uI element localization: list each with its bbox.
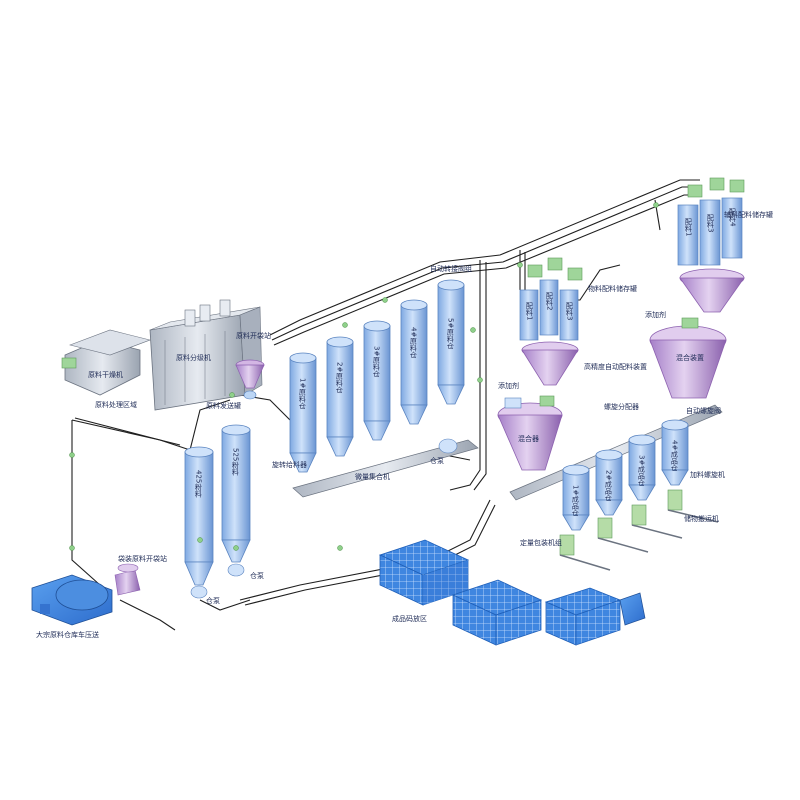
label-mixer-right: 混合装置 bbox=[676, 354, 704, 362]
label-product-3: 3#成品仓 bbox=[637, 455, 646, 487]
label-auto-conveyor-group: 自动转接阀组 bbox=[430, 265, 472, 273]
label-batch-2: 配料2 bbox=[545, 292, 554, 311]
label-precision-auto-batch: 高精度自动配料装置 bbox=[584, 363, 647, 371]
label-warehouse-pump-2: 仓泵 bbox=[250, 572, 264, 580]
label-r-batch-3: 配料3 bbox=[706, 214, 715, 233]
label-conveyor: 储物搬运机 bbox=[684, 515, 719, 523]
valve-markers bbox=[69, 202, 659, 551]
label-screw-dist: 螺旋分配器 bbox=[604, 403, 639, 411]
label-batch-1: 配料1 bbox=[525, 302, 534, 321]
label-bag-unload-station: 袋装原料开袋站 bbox=[118, 555, 167, 563]
label-r-batch-4: 配料4 bbox=[728, 208, 737, 227]
raw-silos bbox=[289, 279, 479, 498]
label-bulk-truck: 大宗原料仓库车压送 bbox=[36, 631, 99, 639]
label-silo-2: 2#原料仓 bbox=[335, 362, 344, 394]
label-silo-5: 5#原料仓 bbox=[446, 318, 455, 350]
label-raw-unload-station: 原料开袋站 bbox=[236, 332, 271, 340]
raw-process-area bbox=[61, 299, 265, 411]
label-finished-area: 成品码放区 bbox=[392, 615, 427, 623]
label-batch-tank-group: 物料配料储存罐 bbox=[588, 285, 637, 293]
label-r-batch-tank: 辅料配料储存罐 bbox=[724, 211, 773, 219]
label-silo-3: 3#原料仓 bbox=[372, 346, 381, 378]
label-raw-dryer: 原料干燥机 bbox=[88, 371, 123, 379]
label-auto-screw: 自动螺旋阀 bbox=[686, 407, 721, 415]
label-raw-classifier: 原料分级机 bbox=[176, 354, 211, 362]
label-mixer-left: 混合器 bbox=[518, 435, 539, 443]
label-warehouse-pump-1: 仓泵 bbox=[430, 457, 444, 465]
label-powder-425: 425粉料 bbox=[194, 470, 203, 498]
label-product-4: 4#成品仓 bbox=[670, 440, 679, 472]
label-additive-left: 添加剂 bbox=[498, 382, 519, 390]
label-raw-process-area: 原料处理区域 bbox=[95, 401, 137, 409]
product-silos bbox=[559, 419, 719, 571]
finished-pallets bbox=[378, 539, 646, 646]
bulk-truck bbox=[31, 563, 141, 626]
label-product-1: 1#成品仓 bbox=[571, 485, 580, 517]
label-powder-525: 525粉料 bbox=[231, 448, 240, 476]
label-spiral-feeder: 旋转给料器 bbox=[272, 461, 307, 469]
label-warehouse-pump-3: 仓泵 bbox=[206, 597, 220, 605]
label-fixed-pack: 定量包装机组 bbox=[520, 539, 562, 547]
label-r-batch-1: 配料1 bbox=[684, 218, 693, 237]
label-silo-1: 1#原料仓 bbox=[298, 378, 307, 410]
label-product-2: 2#成品仓 bbox=[604, 470, 613, 502]
powder-silos bbox=[184, 424, 251, 599]
label-weigh-collector: 微量集合机 bbox=[355, 473, 390, 481]
label-add-screw: 加料螺旋机 bbox=[690, 471, 725, 479]
label-raw-feed: 原料发送罐 bbox=[206, 402, 241, 410]
label-additive-right: 添加剂 bbox=[645, 311, 666, 319]
label-batch-3: 配料3 bbox=[565, 302, 574, 321]
label-silo-4: 4#原料仓 bbox=[409, 327, 418, 359]
